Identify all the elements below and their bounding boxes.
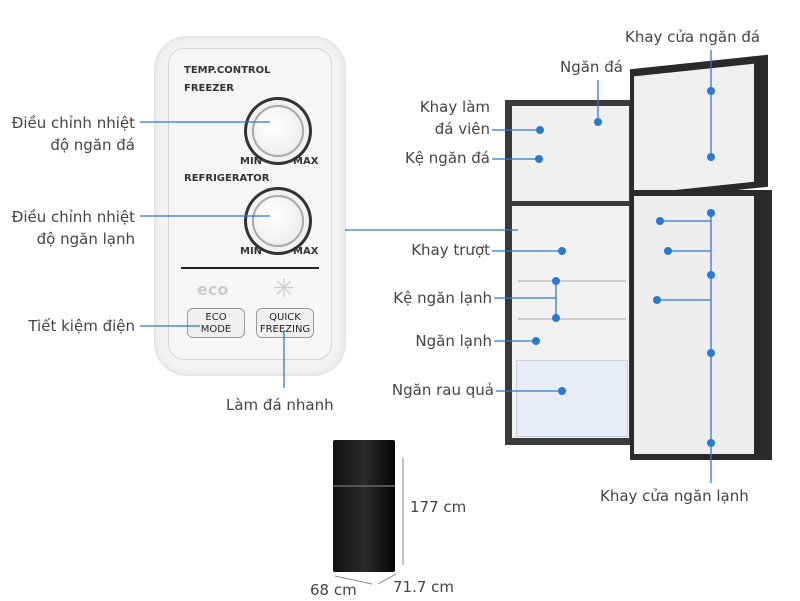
refrigerator-max: MAX [293,246,319,257]
panel-divider [181,267,319,269]
eco-button-line1: ECO [205,312,227,323]
shelf [518,318,626,320]
label-freezer-shelf: Kệ ngăn đá [404,149,490,167]
dimension-height: 177 cm [410,498,467,516]
eco-indicator: eco [197,280,229,299]
eco-button-line2: MODE [200,324,232,335]
label-freezer-temp: Điều chỉnh nhiệt độ ngăn đá [12,112,135,156]
label-freezer: Ngăn đá [560,58,623,76]
freezer-max: MAX [293,156,319,167]
freezer-min: MIN [240,156,263,167]
label-freezer-door-tray: Khay cửa ngăn đá [625,28,761,46]
freezer-knob[interactable] [252,105,304,157]
label-ice-tray: Khay làm đá viên [420,96,490,140]
fridge-thumbnail [333,440,395,572]
shelf [518,280,626,282]
control-panel: TEMP.CONTROL FREEZER MIN MAX REFRIGERATO… [155,37,345,375]
label-quick-freezing: Làm đá nhanh [226,396,334,414]
label-fridge-temp: Điều chỉnh nhiệt độ ngăn lạnh [12,206,135,250]
fridge-door-inner [634,196,754,454]
snowflake-icon: ✳ [273,274,295,304]
label-crisper: Ngăn rau quả [391,381,494,399]
label-line: đá viên [434,120,490,138]
label-line: độ ngăn đá [50,136,135,154]
refrigerator-label: REFRIGERATOR [184,173,270,184]
label-eco: Tiết kiệm điện [28,317,135,335]
freezer-label: FREEZER [184,83,234,94]
crisper-drawer [516,360,628,437]
label-line: Điều chỉnh nhiệt [11,208,135,226]
label-fridge-shelf: Kệ ngăn lạnh [393,289,492,307]
label-fridge-door-tray: Khay cửa ngăn lạnh [600,487,749,505]
label-line: Khay làm [419,98,490,116]
panel-title: TEMP.CONTROL [184,65,271,76]
refrigerator-knob[interactable] [252,195,304,247]
freezer-compartment [512,106,629,201]
fridge-thumbnail-split [333,485,395,487]
label-line: Điều chỉnh nhiệt [11,114,135,132]
quick-button-line1: QUICK [269,312,301,323]
dimension-width: 68 cm [310,581,357,599]
label-fridge: Ngăn lạnh [415,332,492,350]
label-line: độ ngăn lạnh [36,230,135,248]
quick-button-line2: FREEZING [259,324,311,335]
label-slide-tray: Khay trượt [411,241,490,259]
dimension-depth: 71.7 cm [393,578,455,596]
refrigerator-min: MIN [240,246,263,257]
